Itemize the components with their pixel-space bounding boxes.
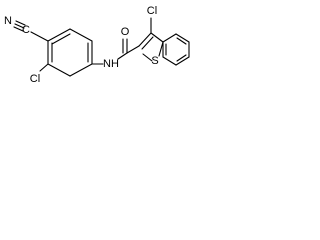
bond xyxy=(13,26,24,32)
bond xyxy=(47,63,71,77)
sulfur-label: S xyxy=(151,55,158,67)
amide-nh-label: NH xyxy=(103,58,119,70)
bond xyxy=(150,32,164,43)
bond xyxy=(14,23,25,29)
bond xyxy=(176,37,187,45)
structure-diagram: C N Cl NH O Cl S xyxy=(4,5,190,85)
bond xyxy=(30,31,49,42)
bond xyxy=(162,33,177,43)
bond xyxy=(158,41,164,57)
bond xyxy=(15,20,26,26)
bond xyxy=(117,52,128,60)
bond xyxy=(39,63,49,72)
thiophene-chlorine-label: Cl xyxy=(147,5,157,17)
bonds xyxy=(13,17,190,77)
bond xyxy=(138,32,152,47)
bond xyxy=(126,45,140,54)
bond xyxy=(141,36,154,50)
bond xyxy=(175,33,190,43)
bond xyxy=(142,53,153,62)
bond xyxy=(51,33,71,45)
bond xyxy=(69,28,93,42)
bond xyxy=(69,63,93,77)
nitrile-carbon-label: C xyxy=(22,24,30,36)
carbonyl-oxygen-label: O xyxy=(121,26,130,38)
bond xyxy=(47,28,71,42)
nitrile-nitrogen-label: N xyxy=(4,15,12,27)
bond xyxy=(175,56,190,66)
atom-labels: C N Cl NH O Cl S xyxy=(4,5,159,85)
bond xyxy=(162,56,177,66)
bond xyxy=(176,54,187,62)
aryl-chlorine-label: Cl xyxy=(30,73,40,85)
